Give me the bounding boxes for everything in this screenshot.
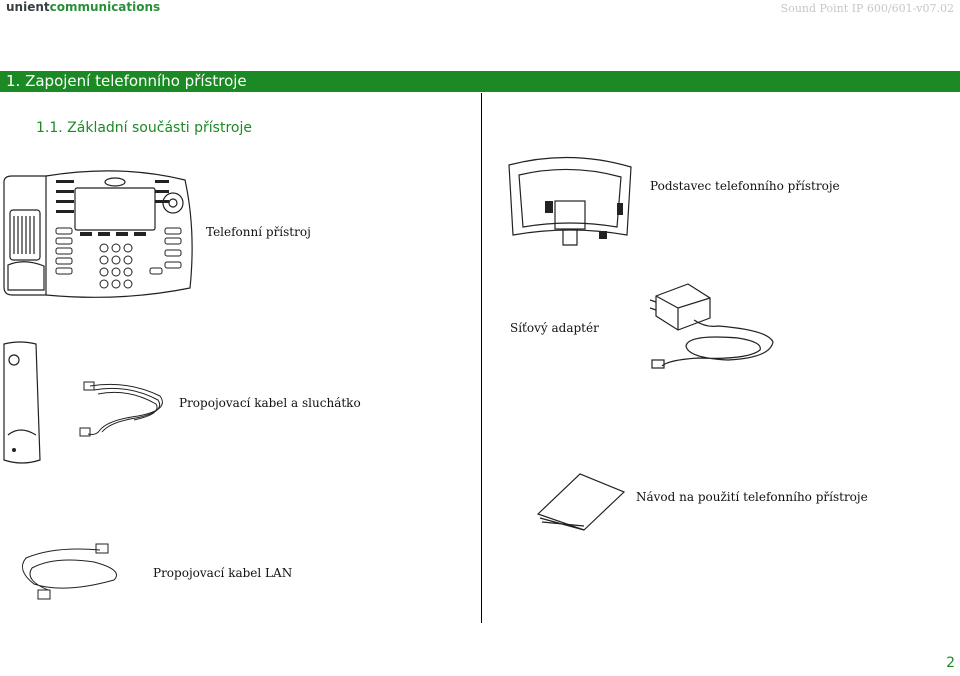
company-logo: unientcommunications xyxy=(6,0,160,14)
power-adapter-illustration xyxy=(649,283,774,369)
label-handset-cable: Propojovací kabel a sluchátko xyxy=(179,396,361,410)
manual-illustration xyxy=(536,473,626,531)
handset-illustration xyxy=(3,341,41,464)
label-phone: Telefonní přístroj xyxy=(206,225,311,239)
coil-cable-illustration xyxy=(79,381,163,437)
page-number: 2 xyxy=(946,655,955,671)
label-lan-cable: Propojovací kabel LAN xyxy=(153,566,293,580)
stand-illustration xyxy=(508,156,632,246)
document-id: Sound Point IP 600/601-v07.02 xyxy=(780,2,954,15)
label-adapter: Síťový adaptér xyxy=(510,321,599,335)
label-manual: Návod na použití telefonního přístroje xyxy=(636,490,868,504)
logo-text-part2: communications xyxy=(49,0,161,14)
subsection-title: 1.1. Základní součásti přístroje xyxy=(36,120,252,136)
column-divider xyxy=(481,93,482,623)
logo-text-part1: unient xyxy=(6,0,50,14)
lan-cable-illustration xyxy=(21,543,117,600)
label-stand: Podstavec telefonního přístroje xyxy=(650,179,840,193)
section-title-bar: 1. Zapojení telefonního přístroje xyxy=(0,71,960,92)
phone-illustration xyxy=(3,170,193,298)
